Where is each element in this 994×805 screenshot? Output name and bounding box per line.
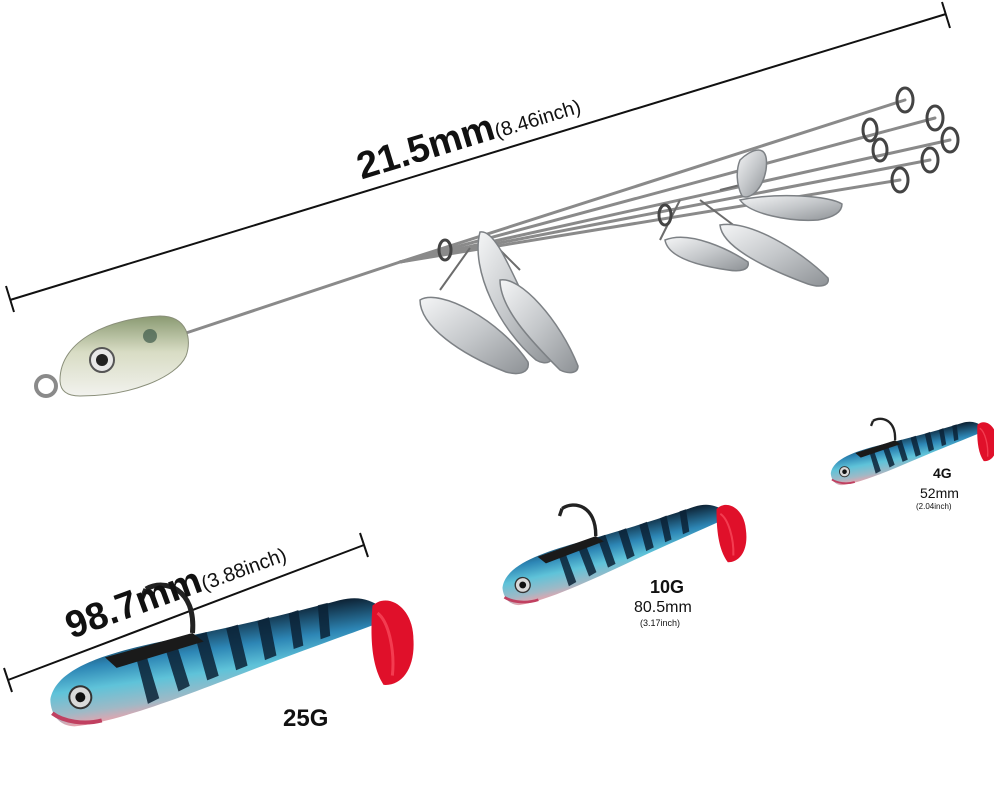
umbrella-rig	[34, 86, 960, 398]
lure-10g-length-inch: (3.17inch)	[640, 618, 681, 628]
lure-10g-length: 80.5mm	[634, 599, 692, 616]
lure-10g	[486, 468, 754, 612]
lure-25g-weight: 25G	[283, 705, 329, 732]
lure-4g-length: 52mm	[920, 485, 959, 501]
lure-4g-weight: 4G	[933, 465, 952, 481]
lure-4g-length-inch: (2.04inch)	[916, 502, 952, 511]
rig-dimension-line	[5, 1, 951, 313]
lure-4g	[821, 398, 994, 490]
lure-dimension-line	[3, 532, 369, 693]
lure-10g-weight: 10G	[650, 577, 685, 597]
